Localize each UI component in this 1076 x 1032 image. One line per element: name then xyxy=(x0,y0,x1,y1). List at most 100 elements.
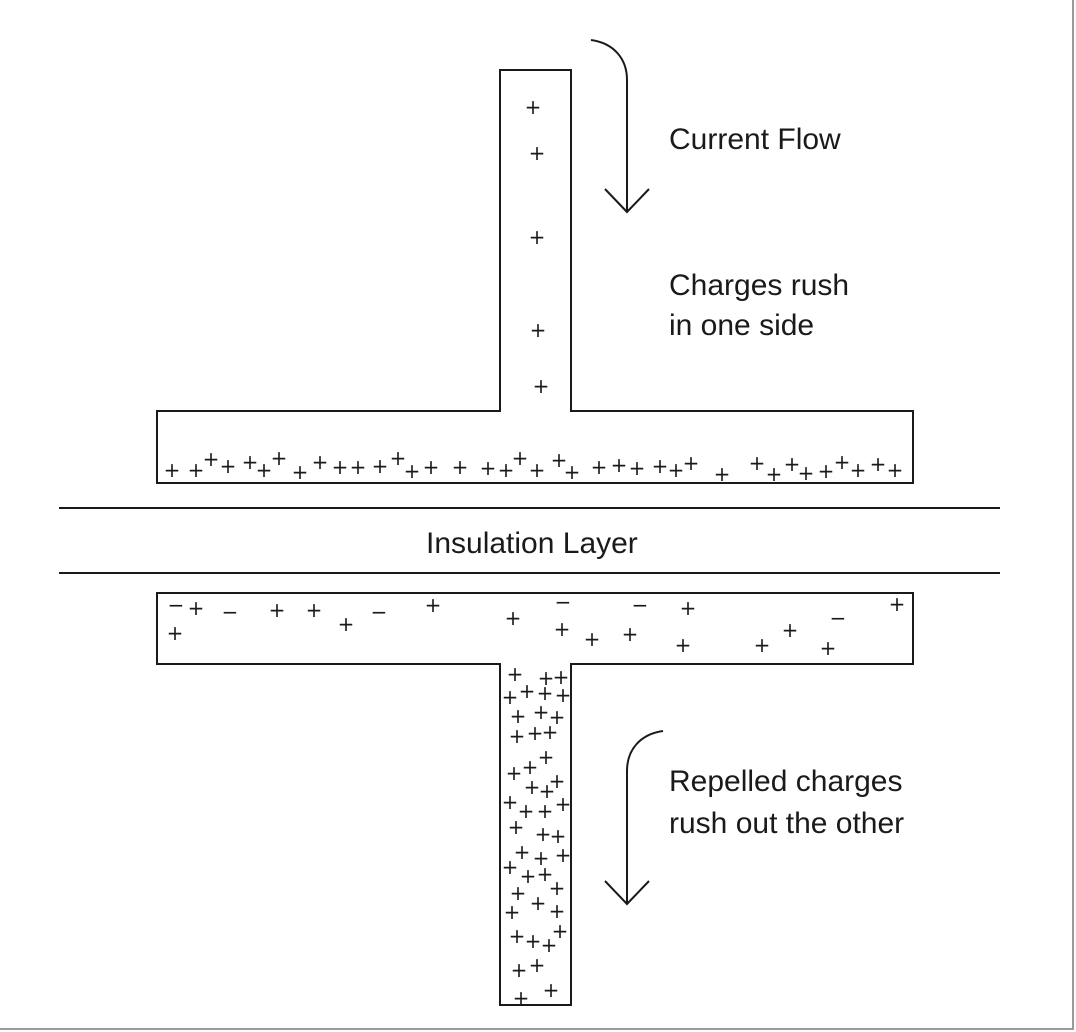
positive-charge: + xyxy=(524,775,541,799)
positive-charge: + xyxy=(502,790,519,814)
positive-charge: + xyxy=(887,458,904,482)
positive-charge: + xyxy=(522,755,539,779)
positive-charge: + xyxy=(834,450,851,474)
positive-charge: + xyxy=(507,662,524,686)
positive-charge: + xyxy=(167,621,184,645)
positive-charge: + xyxy=(525,95,542,119)
negative-charge: − xyxy=(168,593,185,617)
positive-charge: + xyxy=(188,596,205,620)
positive-charge: + xyxy=(555,843,572,867)
positive-charge: + xyxy=(271,446,288,470)
positive-charge: + xyxy=(675,633,692,657)
positive-charge: + xyxy=(390,446,407,470)
repelled-charges-label-line2: rush out the other xyxy=(669,807,905,840)
positive-charge: + xyxy=(537,799,554,823)
positive-charge: + xyxy=(518,799,535,823)
positive-charge: + xyxy=(553,665,570,689)
positive-charge: + xyxy=(784,452,801,476)
positive-charge: + xyxy=(509,924,526,948)
positive-charge: + xyxy=(554,617,571,641)
positive-charge: + xyxy=(798,461,815,485)
positive-charge: + xyxy=(550,824,567,848)
positive-charge: + xyxy=(256,458,273,482)
positive-charge: + xyxy=(510,881,527,905)
current-flow-label: Current Flow xyxy=(669,123,841,156)
positive-charge: + xyxy=(527,721,544,745)
positive-charge: + xyxy=(529,141,546,165)
positive-charge: + xyxy=(269,598,286,622)
positive-charge: + xyxy=(889,592,906,616)
positive-charge: + xyxy=(549,769,566,793)
positive-charge: + xyxy=(555,792,572,816)
positive-charge: + xyxy=(555,683,572,707)
negative-charge: − xyxy=(555,590,572,614)
positive-charge: + xyxy=(306,598,323,622)
positive-charge: + xyxy=(372,454,389,478)
positive-charge: + xyxy=(529,458,546,482)
positive-charge: + xyxy=(509,724,526,748)
positive-charge: + xyxy=(668,458,685,482)
positive-charge: + xyxy=(535,822,552,846)
positive-charge: + xyxy=(537,862,554,886)
positive-charge: + xyxy=(512,446,529,470)
positive-charge: + xyxy=(539,779,556,803)
positive-charge: + xyxy=(164,458,181,482)
positive-charge: + xyxy=(584,627,601,651)
positive-charge: + xyxy=(782,618,799,642)
positive-charge: + xyxy=(543,978,560,1002)
positive-charge: + xyxy=(530,318,547,342)
positive-charge: + xyxy=(423,455,440,479)
positive-charge: + xyxy=(533,700,550,724)
repelled-charges-label-line1: Repelled charges xyxy=(669,765,903,798)
positive-charge: + xyxy=(505,606,522,630)
positive-charge: + xyxy=(525,929,542,953)
positive-charge: + xyxy=(510,704,527,728)
positive-charge: + xyxy=(511,958,528,982)
positive-charge: + xyxy=(513,986,530,1010)
positive-charge: + xyxy=(514,840,531,864)
negative-charge: − xyxy=(371,600,388,624)
positive-charge: + xyxy=(292,460,309,484)
positive-charge: + xyxy=(714,462,731,486)
positive-charge: + xyxy=(591,455,608,479)
negative-charge: − xyxy=(830,606,847,630)
positive-charge: + xyxy=(537,681,554,705)
charge-markers: ++++++++++++++++++++++++++++++++++++++++… xyxy=(164,95,906,1010)
current-flow-arrow xyxy=(590,39,650,214)
positive-charge: + xyxy=(452,455,469,479)
positive-charge: + xyxy=(680,596,697,620)
positive-charge: + xyxy=(551,448,568,472)
positive-charge: + xyxy=(242,450,259,474)
positive-charge: + xyxy=(818,459,835,483)
positive-charge: + xyxy=(749,451,766,475)
positive-charge: + xyxy=(766,462,783,486)
positive-charge: + xyxy=(538,666,555,690)
positive-charge: + xyxy=(332,455,349,479)
negative-charge: − xyxy=(632,593,649,617)
positive-charge: + xyxy=(504,900,521,924)
charges-rush-label-line2: in one side xyxy=(669,309,815,342)
positive-charge: + xyxy=(425,593,442,617)
positive-charge: + xyxy=(519,679,536,703)
positive-charge: + xyxy=(338,612,355,636)
positive-charge: + xyxy=(564,460,581,484)
positive-charge: + xyxy=(820,636,837,660)
positive-charge: + xyxy=(549,876,566,900)
positive-charge: + xyxy=(529,953,546,977)
insulation-layer-label: Insulation Layer xyxy=(426,527,638,560)
lower-t-conductor xyxy=(156,592,914,1006)
positive-charge: + xyxy=(350,455,367,479)
positive-charge: + xyxy=(508,815,525,839)
positive-charge: + xyxy=(870,452,887,476)
positive-charge: + xyxy=(506,761,523,785)
positive-charge: + xyxy=(530,891,547,915)
negative-charge: − xyxy=(222,600,239,624)
positive-charge: + xyxy=(502,685,519,709)
positive-charge: + xyxy=(502,855,519,879)
positive-charge: + xyxy=(549,705,566,729)
charges-rush-label-line1: Charges rush xyxy=(669,269,850,302)
positive-charge: + xyxy=(498,458,515,482)
positive-charge: + xyxy=(520,864,537,888)
